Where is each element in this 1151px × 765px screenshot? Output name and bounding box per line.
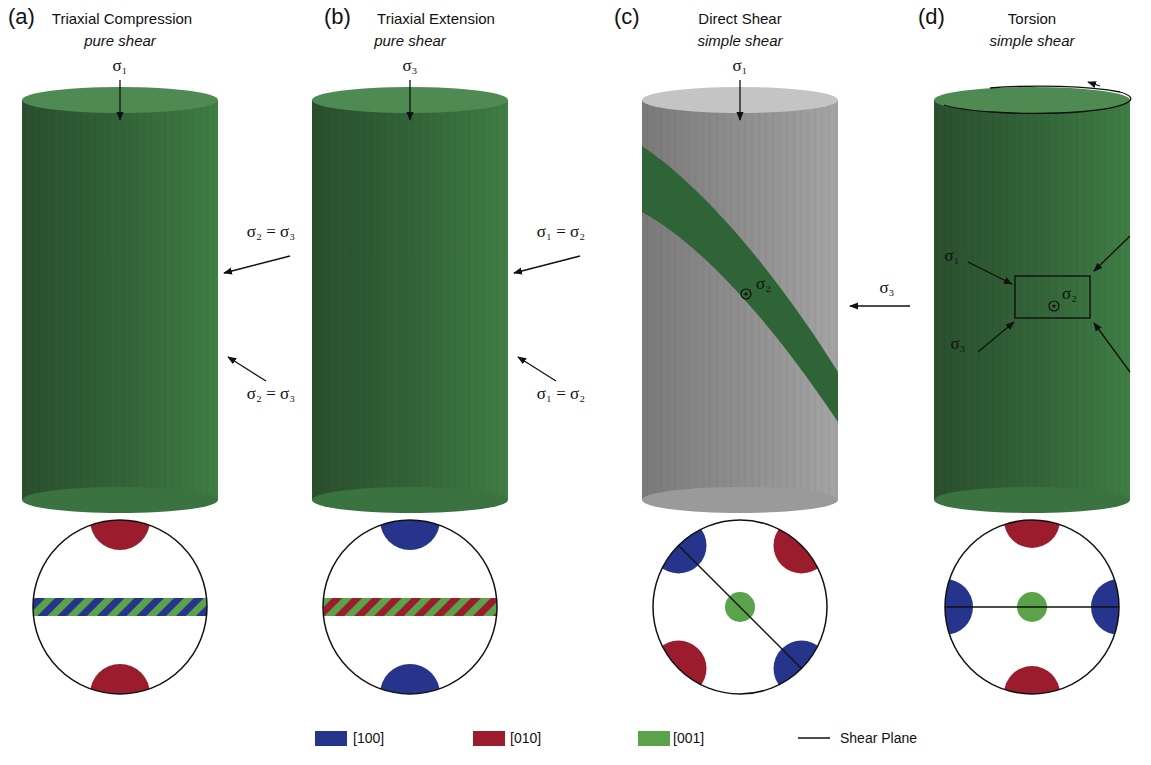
sample-cylinder — [22, 87, 218, 513]
panel-subtitle: simple shear — [697, 32, 782, 49]
panel-letter: (c) — [614, 4, 640, 29]
panel-title: Torsion — [1008, 10, 1056, 27]
panel-letter: (a) — [8, 4, 35, 29]
panel-title: Triaxial Compression — [52, 10, 192, 27]
sample-cylinder — [934, 87, 1130, 513]
pole-figure — [917, 492, 1147, 722]
legend-swatch — [638, 731, 670, 746]
stress-label: σ₁ = σ₂ — [537, 384, 585, 404]
stress-label: σ₁ — [944, 246, 959, 266]
legend-text: [100] — [353, 730, 384, 746]
legend-swatch — [315, 731, 347, 746]
stress-label: σ₃ — [950, 334, 965, 354]
shear-plane — [945, 606, 1119, 608]
pole-figure — [320, 490, 500, 724]
stress-arrows — [120, 80, 1131, 381]
legend-swatch — [473, 731, 505, 746]
pole-figure — [651, 518, 830, 697]
panel-letter: (d) — [918, 4, 945, 29]
legend-text: [001] — [673, 730, 704, 746]
stress-label: σ₁ = σ₂ — [537, 222, 585, 242]
pole-figure — [30, 490, 210, 724]
stress-label: σ₂ = σ₃ — [247, 222, 295, 242]
legend-text: Shear Plane — [840, 730, 917, 746]
stress-label: σ₂ — [1062, 284, 1077, 304]
legend-text: [010] — [510, 730, 541, 746]
panel-subtitle: pure shear — [374, 32, 446, 49]
out-of-plane-symbol — [741, 289, 1059, 311]
sample-cylinder — [312, 87, 508, 513]
panel-title: Triaxial Extension — [377, 10, 495, 27]
panel-subtitle: pure shear — [84, 32, 156, 49]
stress-label: σ₂ = σ₃ — [247, 384, 295, 404]
panel-letter: (b) — [324, 4, 351, 29]
legend-line-sample — [798, 737, 830, 739]
panel-subtitle: simple shear — [989, 32, 1074, 49]
stress-label: σ₂ — [756, 274, 771, 294]
panel-title: Direct Shear — [698, 10, 781, 27]
sample-cylinder — [642, 87, 838, 513]
stress-label: σ₃ — [879, 278, 894, 298]
stress-label: σ₃ — [402, 56, 417, 76]
stress-label: σ₁ — [732, 56, 747, 76]
stress-label: σ₁ — [112, 56, 127, 76]
shear-plane — [679, 546, 802, 669]
